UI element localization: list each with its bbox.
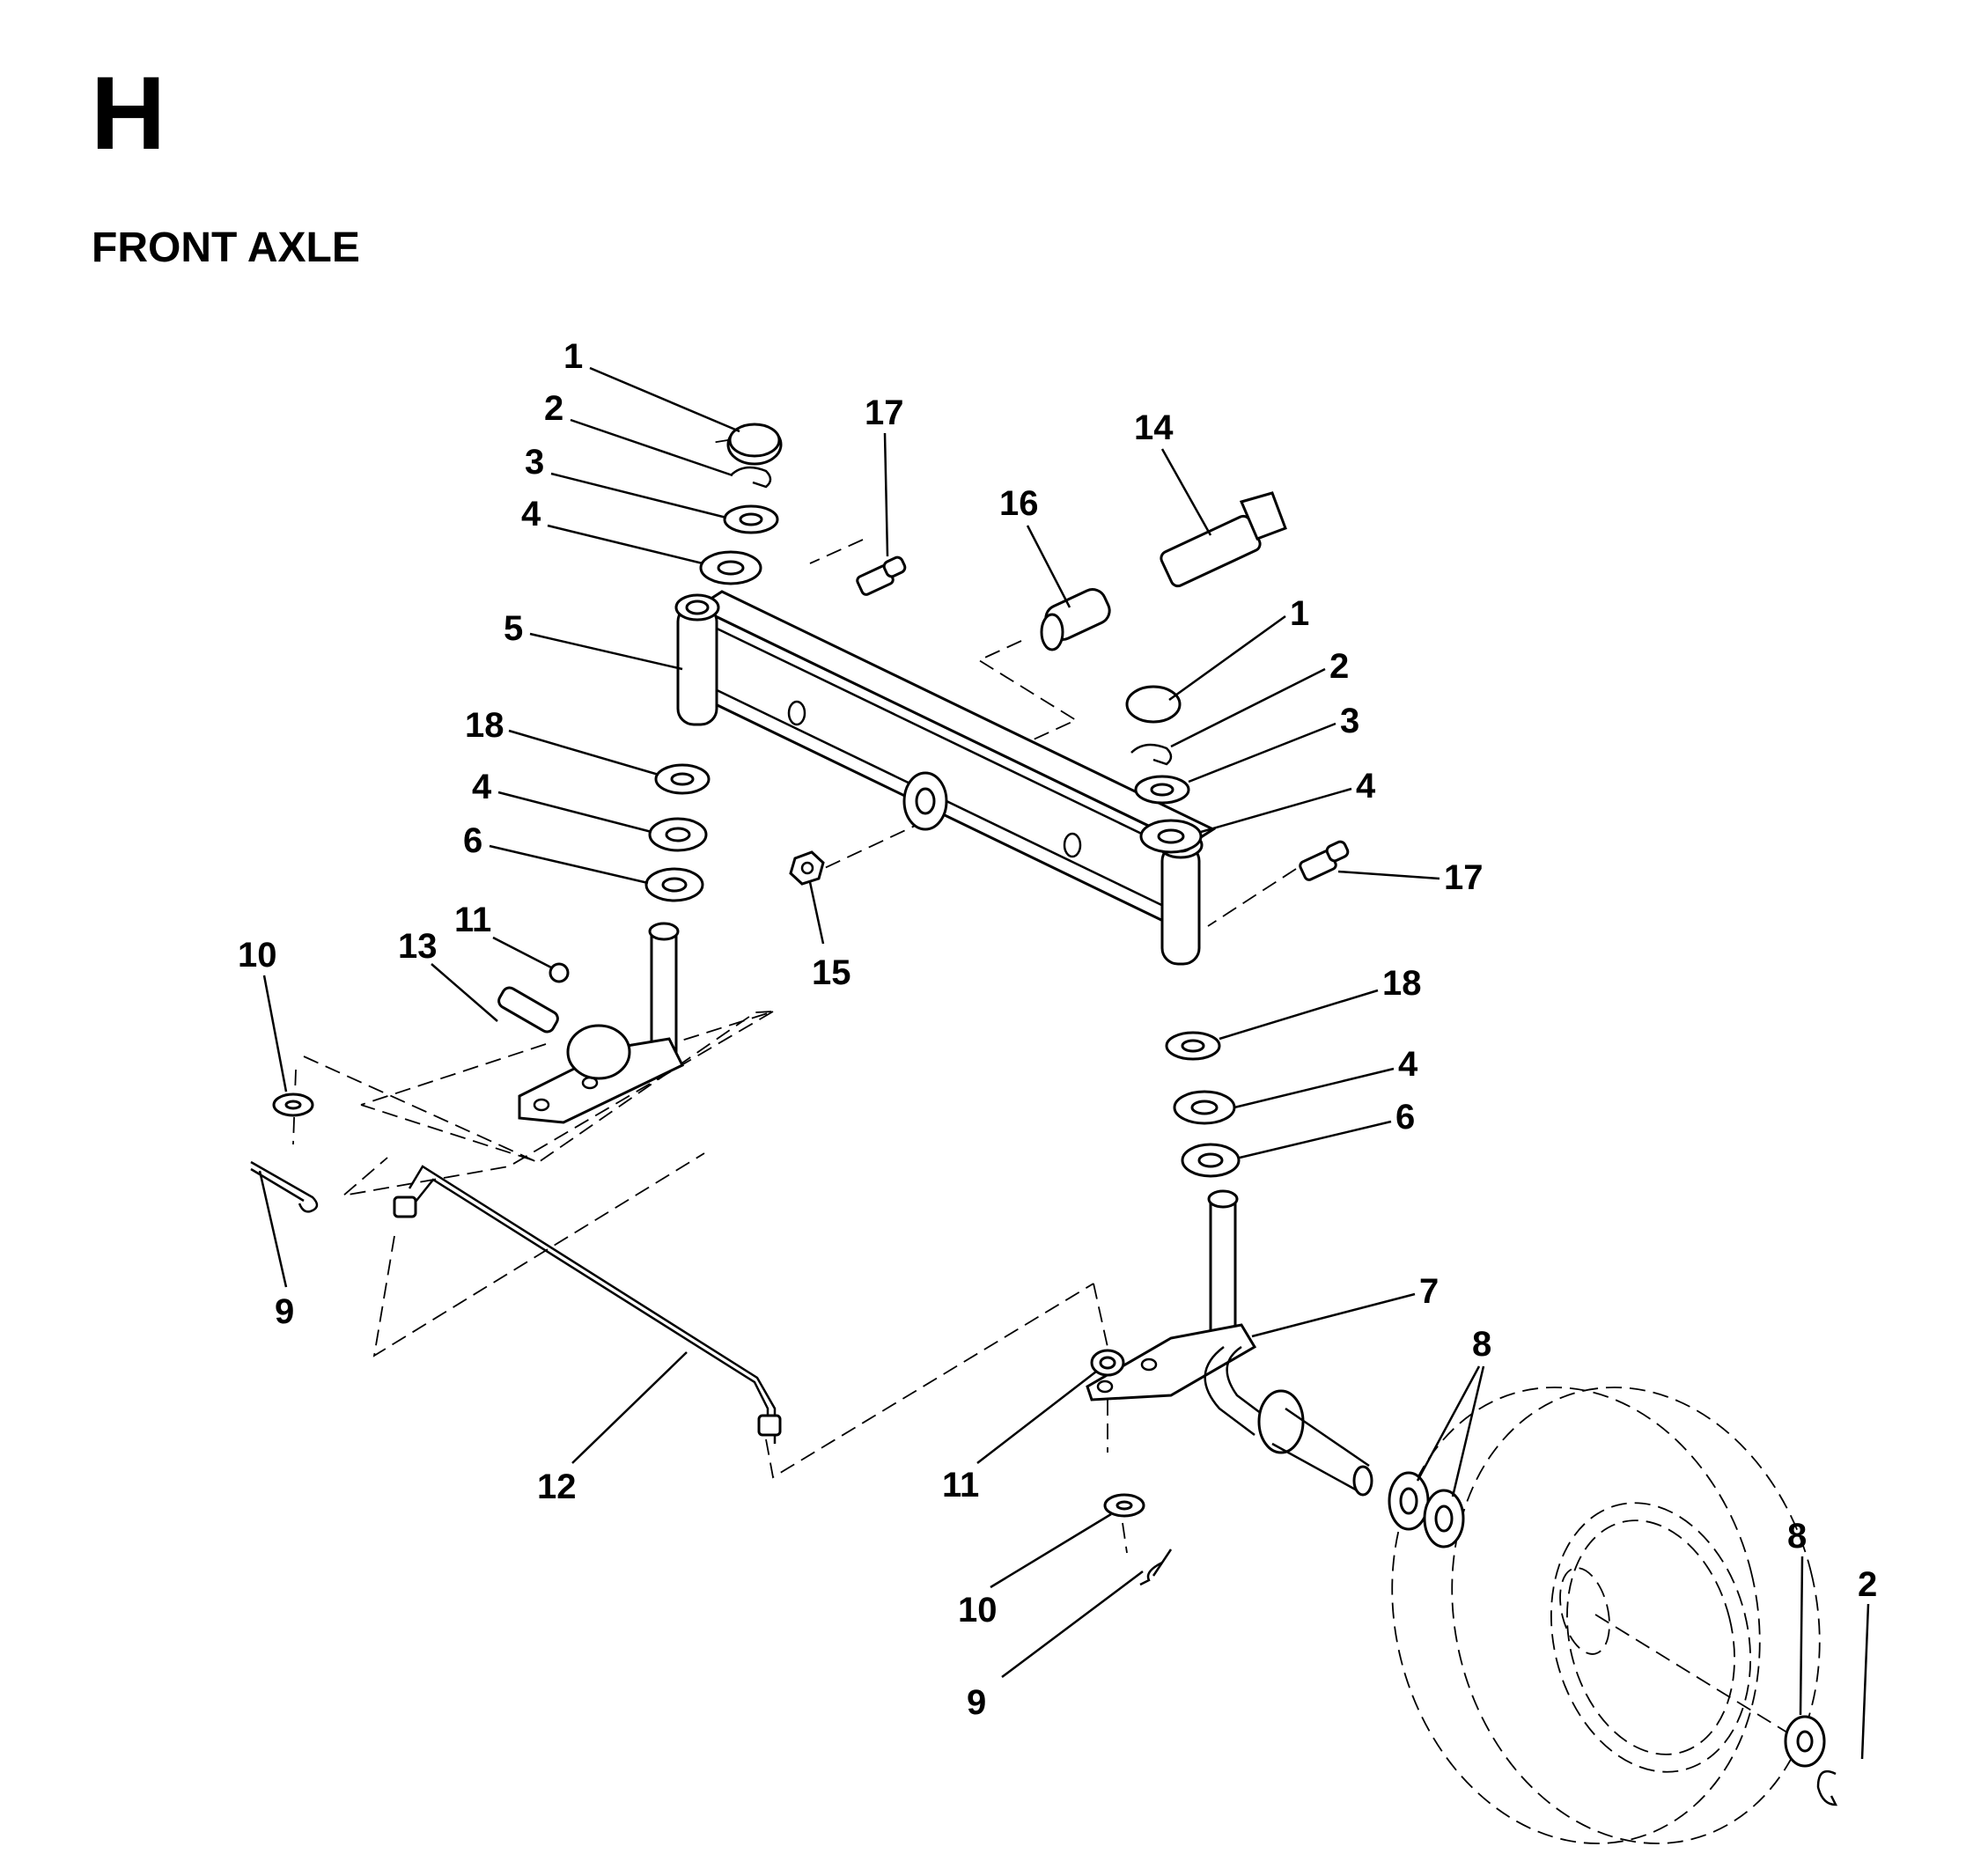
section-letter: H <box>91 55 166 172</box>
cotter-pins-washers <box>250 1092 1838 1806</box>
callout-4-right-top: 4 <box>1356 767 1376 806</box>
tire-outline <box>1391 1387 1821 1844</box>
callout-9-right: 9 <box>967 1683 986 1722</box>
callout-12: 12 <box>537 1468 577 1506</box>
assembly-lines <box>292 435 1788 1733</box>
grease-fittings <box>856 555 1350 881</box>
callout-2-right: 2 <box>1329 647 1349 686</box>
callout-18-right: 18 <box>1382 964 1422 1003</box>
callout-8-lower: 8 <box>1787 1517 1807 1556</box>
callout-4-left-mid: 4 <box>472 768 492 806</box>
drag-link <box>393 1165 782 1444</box>
callout-4-right-mid: 4 <box>1398 1045 1418 1084</box>
callout-10-right: 10 <box>958 1591 998 1630</box>
callout-7: 7 <box>1419 1272 1439 1311</box>
callout-3-right: 3 <box>1340 702 1359 740</box>
callout-11-left: 11 <box>454 901 491 939</box>
callout-1-left: 1 <box>563 337 583 376</box>
callout-10-left: 10 <box>238 936 277 975</box>
callout-6-left: 6 <box>463 821 482 860</box>
callout-1-right: 1 <box>1290 594 1309 633</box>
callout-2-left: 2 <box>544 389 563 428</box>
callout-16: 16 <box>999 484 1039 523</box>
callout-3-left: 3 <box>525 443 544 482</box>
callout-6-right: 6 <box>1395 1098 1415 1137</box>
bolt-and-spacer <box>1040 491 1287 651</box>
callout-15: 15 <box>812 953 851 992</box>
callout-11-right: 11 <box>942 1466 979 1504</box>
right-upper-stack <box>1125 685 1241 1178</box>
callout-17-top: 17 <box>865 394 904 432</box>
callout-13: 13 <box>398 927 438 966</box>
callout-4-left-top: 4 <box>521 495 541 533</box>
callouts: 1 2 3 4 5 18 4 6 17 14 16 15 1 2 3 4 17 <box>238 337 1877 1760</box>
callout-14: 14 <box>1134 408 1174 447</box>
left-spindle <box>497 922 685 1124</box>
callout-17-right: 17 <box>1444 858 1484 897</box>
callout-5: 5 <box>504 609 523 648</box>
left-upper-stack <box>644 423 783 902</box>
axle-beam <box>674 590 1217 966</box>
callout-18-left: 18 <box>465 706 504 745</box>
callout-2-lower: 2 <box>1858 1565 1877 1604</box>
right-spindle <box>1086 1189 1465 1549</box>
callout-9-left: 9 <box>275 1292 294 1331</box>
section-title: FRONT AXLE <box>92 224 360 271</box>
callout-8-upper: 8 <box>1472 1325 1491 1364</box>
nut <box>789 850 825 886</box>
